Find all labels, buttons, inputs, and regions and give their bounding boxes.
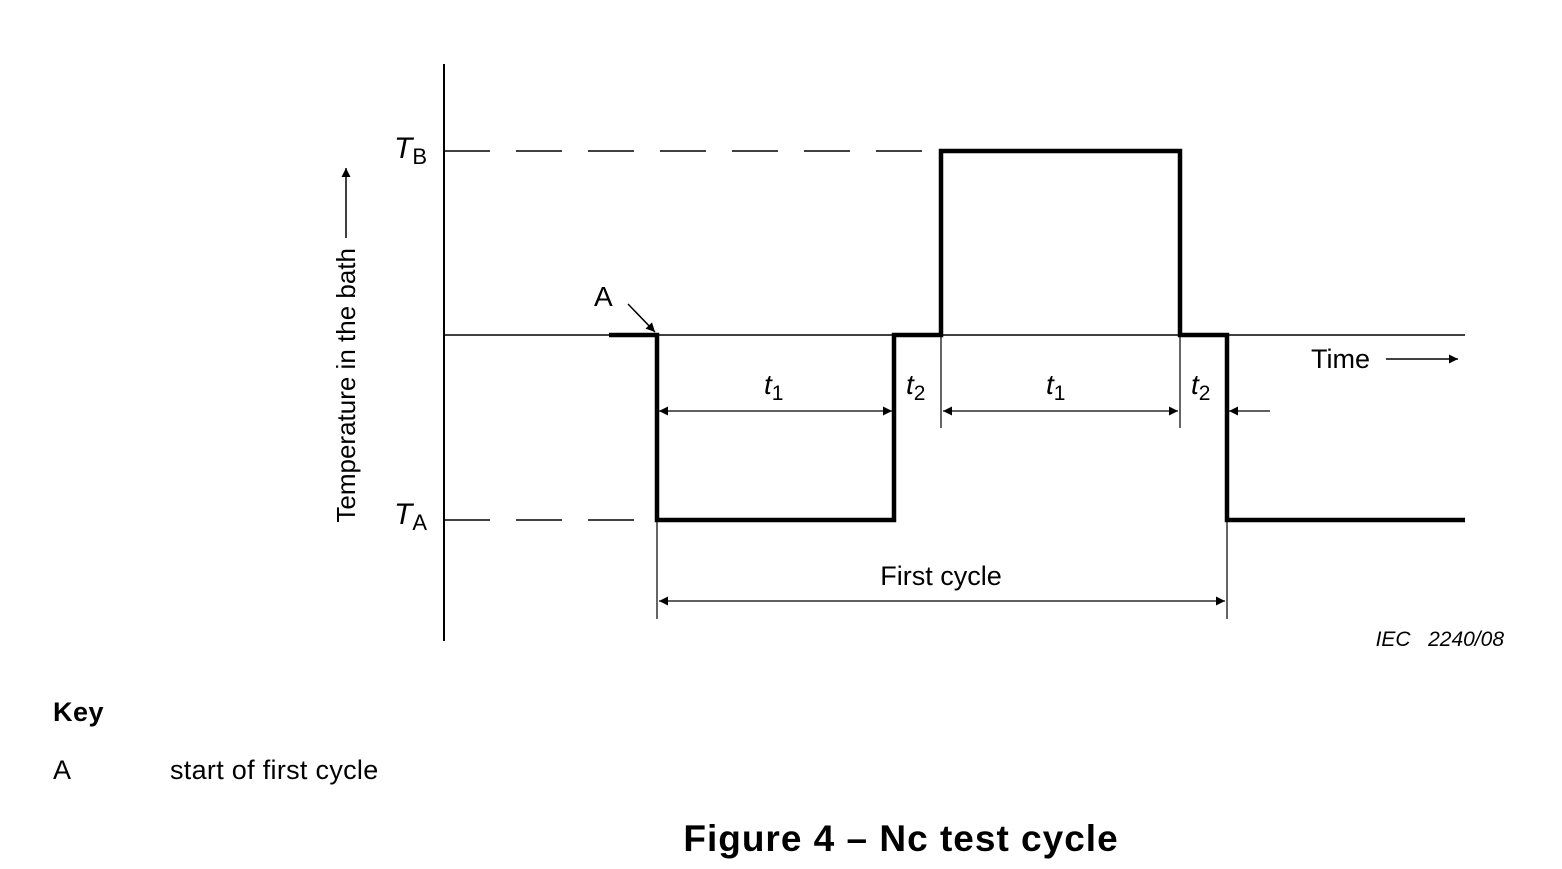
- y-axis-label: Temperature in the bath: [331, 248, 361, 523]
- marker-a-leader-arrow: [627, 303, 656, 333]
- temperature-waveform: [609, 148, 1465, 523]
- key-item-letter: A: [53, 755, 72, 785]
- t2-label: t2: [906, 369, 925, 405]
- key-title: Key: [53, 697, 105, 727]
- key-item: A start of first cycle: [53, 755, 379, 786]
- key-item-description: start of first cycle: [170, 755, 379, 785]
- t1-label: t1: [764, 369, 783, 405]
- t1-label: t1: [1046, 369, 1065, 405]
- marker-a-label: A: [594, 281, 613, 312]
- iec-reference: IEC 2240/08: [1376, 628, 1505, 651]
- tb-label: TB: [394, 132, 427, 169]
- first-cycle-label: First cycle: [880, 561, 1002, 591]
- ta-label: TA: [394, 498, 427, 535]
- t2-label: t2: [1191, 369, 1210, 405]
- time-label: Time: [1311, 344, 1370, 374]
- figure-caption: Figure 4 – Nc test cycle: [683, 818, 1119, 859]
